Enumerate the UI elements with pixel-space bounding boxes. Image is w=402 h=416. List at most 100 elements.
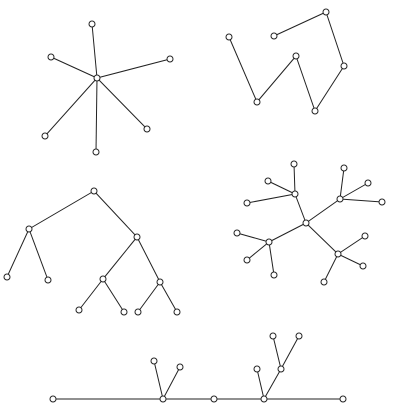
radial-tree-edge-9: [236, 232, 270, 243]
radial-tree-edge-15: [323, 253, 339, 283]
spine-tree-edge-5: [162, 366, 181, 400]
zigzag-path-edge-4: [325, 11, 345, 67]
binary-tree-edge-5: [136, 236, 161, 283]
binary-tree-node-5: [99, 275, 107, 283]
binary-tree-edge-4: [102, 236, 138, 280]
radial-tree-node-12: [270, 271, 278, 279]
spine-tree-edge-7: [263, 368, 282, 400]
radial-tree-node-11: [243, 256, 251, 264]
binary-tree-node-7: [75, 306, 83, 314]
star-node-1: [88, 20, 96, 28]
zigzag-path-node-6: [270, 32, 278, 40]
zigzag-path-node-4: [340, 62, 348, 70]
spine-tree-edge-8: [272, 335, 282, 370]
binary-tree-node-0: [90, 187, 98, 195]
star-edge-4: [96, 77, 148, 130]
radial-tree-edge-8: [268, 222, 307, 243]
radial-tree-edge-2: [246, 193, 296, 204]
binary-tree-node-1: [25, 225, 33, 233]
binary-tree-edge-8: [137, 281, 161, 313]
zigzag-path-edge-3: [314, 65, 345, 112]
radial-tree-node-14: [361, 232, 369, 240]
star-node-2: [47, 53, 55, 61]
zigzag-path-edge-0: [228, 36, 258, 103]
star-edge-0: [91, 23, 98, 79]
spine-tree-edge-9: [280, 335, 300, 370]
zigzag-path-edge-2: [295, 55, 316, 112]
binary-tree-node-3: [3, 273, 11, 281]
radial-tree-node-0: [302, 219, 310, 227]
spine-tree-node-1: [159, 395, 167, 403]
radial-tree-node-15: [359, 262, 367, 270]
graph-star: [41, 20, 174, 156]
radial-tree-edge-11: [268, 241, 275, 276]
graph-binary-tree: [3, 187, 181, 316]
binary-tree-node-10: [173, 308, 181, 316]
zigzag-path-node-1: [253, 98, 261, 106]
zigzag-path-node-5: [322, 8, 330, 16]
zigzag-path-node-3: [311, 107, 319, 115]
radial-tree-edge-1: [267, 180, 296, 195]
spine-tree-node-0: [49, 395, 57, 403]
binary-tree-node-2: [133, 233, 141, 241]
binary-tree-edge-0: [28, 190, 95, 230]
star-edge-1: [50, 56, 98, 79]
zigzag-path-node-0: [225, 33, 233, 41]
star-node-3: [166, 55, 174, 63]
graph-zigzag-path: [225, 8, 348, 115]
radial-tree-node-6: [340, 164, 348, 172]
spine-tree-node-7: [253, 365, 261, 373]
radial-tree-node-5: [336, 195, 344, 203]
radial-tree-edge-14: [337, 253, 364, 267]
radial-tree-edge-7: [339, 198, 383, 203]
binary-tree-node-6: [156, 278, 164, 286]
graph-radial-tree: [233, 160, 386, 286]
radial-tree-edge-4: [305, 198, 341, 224]
binary-tree-node-8: [120, 308, 128, 316]
radial-tree-node-3: [243, 199, 251, 207]
spine-tree-node-9: [269, 332, 277, 340]
binary-tree-edge-6: [78, 278, 104, 311]
binary-tree-edge-9: [159, 281, 178, 313]
radial-tree-node-9: [265, 238, 273, 246]
radial-tree-node-7: [364, 179, 372, 187]
spine-tree-node-8: [277, 365, 285, 373]
spine-tree-node-6: [176, 363, 184, 371]
zigzag-path-node-2: [292, 52, 300, 60]
spine-tree-edge-6: [256, 368, 265, 400]
radial-tree-node-1: [291, 190, 299, 198]
radial-tree-node-2: [264, 177, 272, 185]
spine-tree-node-4: [339, 395, 347, 403]
zigzag-path-edge-1: [256, 55, 297, 103]
spine-tree-edge-4: [153, 360, 164, 400]
spine-tree-node-2: [210, 395, 218, 403]
zigzag-path-edge-5: [273, 11, 327, 37]
radial-tree-edge-3: [293, 163, 296, 195]
radial-tree-edge-0: [294, 193, 307, 224]
binary-tree-node-4: [44, 276, 52, 284]
star-node-0: [93, 74, 101, 82]
spine-tree-node-10: [295, 332, 303, 340]
star-edge-3: [44, 77, 98, 137]
star-node-5: [143, 125, 151, 133]
star-edge-5: [95, 77, 98, 153]
radial-tree-edge-10: [246, 241, 270, 261]
binary-tree-edge-2: [6, 228, 30, 278]
spine-tree-node-3: [260, 395, 268, 403]
binary-tree-edge-1: [93, 190, 138, 238]
binary-tree-edge-3: [28, 228, 49, 281]
radial-tree-edge-12: [305, 222, 339, 255]
star-node-4: [41, 132, 49, 140]
star-node-6: [92, 148, 100, 156]
radial-tree-node-10: [233, 229, 241, 237]
radial-tree-node-13: [334, 250, 342, 258]
radial-tree-node-16: [320, 278, 328, 286]
radial-tree-node-8: [378, 198, 386, 206]
binary-tree-edge-7: [102, 278, 125, 313]
radial-tree-edge-6: [339, 182, 369, 200]
spine-tree-node-5: [150, 357, 158, 365]
star-edge-2: [96, 58, 171, 79]
radial-tree-node-4: [290, 160, 298, 168]
